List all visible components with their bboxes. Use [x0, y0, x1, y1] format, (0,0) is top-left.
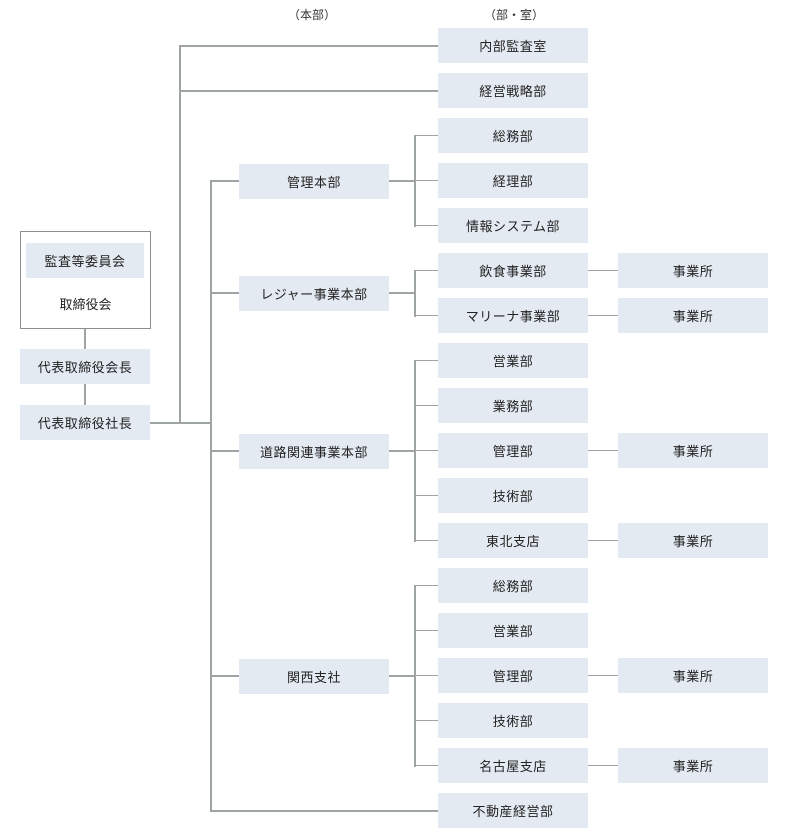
- connector-subtrunk-dept: [414, 584, 438, 586]
- office-box[interactable]: 事業所: [618, 433, 768, 468]
- dept-internal-audit[interactable]: 内部監査室: [438, 28, 588, 63]
- department-box[interactable]: 管理部: [438, 658, 588, 693]
- department-box[interactable]: 総務部: [438, 568, 588, 603]
- connector-trunk-division: [210, 450, 239, 452]
- office-box[interactable]: 事業所: [618, 523, 768, 558]
- department-box[interactable]: マリーナ事業部: [438, 298, 588, 333]
- board-of-directors-box[interactable]: 監査等委員会 取締役会: [20, 231, 151, 329]
- department-box[interactable]: 総務部: [438, 118, 588, 153]
- department-box[interactable]: 技術部: [438, 703, 588, 738]
- connector-board-chairman: [84, 329, 86, 349]
- division-box[interactable]: レジャー事業本部: [239, 275, 389, 311]
- connector-subtrunk-dept: [414, 764, 438, 766]
- department-box[interactable]: 管理部: [438, 433, 588, 468]
- trunk-direct-upper: [179, 45, 181, 423]
- department-box[interactable]: 営業部: [438, 343, 588, 378]
- connector-dept-office: [588, 449, 618, 451]
- connector-dept-office: [588, 539, 618, 541]
- chairman-box[interactable]: 代表取締役会長: [20, 349, 150, 384]
- connector-real-estate: [210, 810, 438, 812]
- connector-trunk-division: [210, 292, 239, 294]
- connector-subtrunk-dept: [414, 224, 438, 226]
- office-box[interactable]: 事業所: [618, 658, 768, 693]
- connector-subtrunk-dept: [414, 449, 438, 451]
- header-dept: （部・室）: [484, 8, 545, 22]
- connector-dept-office: [588, 764, 618, 766]
- office-box[interactable]: 事業所: [618, 298, 768, 333]
- connector-dept-office: [588, 314, 618, 316]
- header-honbu: （本部）: [288, 8, 337, 22]
- trunk-divisions: [210, 180, 212, 811]
- connector-internal-audit: [179, 45, 438, 47]
- connector-subtrunk-dept: [414, 539, 438, 541]
- office-box[interactable]: 事業所: [618, 253, 768, 288]
- connector-subtrunk-dept: [414, 629, 438, 631]
- department-box[interactable]: 営業部: [438, 613, 588, 648]
- connector-dept-office: [588, 674, 618, 676]
- department-box[interactable]: 東北支店: [438, 523, 588, 558]
- connector-chairman-president: [84, 384, 86, 405]
- connector-division-subtrunk: [389, 292, 415, 294]
- department-box[interactable]: 業務部: [438, 388, 588, 423]
- division-box[interactable]: 関西支社: [239, 658, 389, 694]
- audit-committee-box[interactable]: 監査等委員会: [26, 243, 144, 278]
- president-box[interactable]: 代表取締役社長: [20, 405, 150, 440]
- division-box[interactable]: 道路関連事業本部: [239, 433, 389, 469]
- department-box[interactable]: 飲食事業部: [438, 253, 588, 288]
- connector-subtrunk-dept: [414, 269, 438, 271]
- connector-division-subtrunk: [389, 180, 415, 182]
- connector-subtrunk-dept: [414, 179, 438, 181]
- connector-president-trunk: [150, 422, 211, 424]
- connector-subtrunk-dept: [414, 719, 438, 721]
- dept-real-estate[interactable]: 不動産経営部: [438, 793, 588, 828]
- connector-subtrunk-dept: [414, 674, 438, 676]
- connector-subtrunk-dept: [414, 494, 438, 496]
- department-box[interactable]: 名古屋支店: [438, 748, 588, 783]
- connector-division-subtrunk: [389, 675, 415, 677]
- connector-division-subtrunk: [389, 450, 415, 452]
- connector-strategy: [179, 90, 438, 92]
- connector-subtrunk-dept: [414, 134, 438, 136]
- department-box[interactable]: 技術部: [438, 478, 588, 513]
- connector-trunk-division: [210, 180, 239, 182]
- subtrunk-vertical: [414, 269, 416, 317]
- connector-subtrunk-dept: [414, 359, 438, 361]
- connector-dept-office: [588, 269, 618, 271]
- department-box[interactable]: 経理部: [438, 163, 588, 198]
- connector-trunk-division: [210, 675, 239, 677]
- board-of-directors-label: 取締役会: [59, 297, 112, 313]
- dept-strategy[interactable]: 経営戦略部: [438, 73, 588, 108]
- connector-subtrunk-dept: [414, 404, 438, 406]
- department-box[interactable]: 情報システム部: [438, 208, 588, 243]
- connector-subtrunk-dept: [414, 314, 438, 316]
- division-box[interactable]: 管理本部: [239, 163, 389, 199]
- office-box[interactable]: 事業所: [618, 748, 768, 783]
